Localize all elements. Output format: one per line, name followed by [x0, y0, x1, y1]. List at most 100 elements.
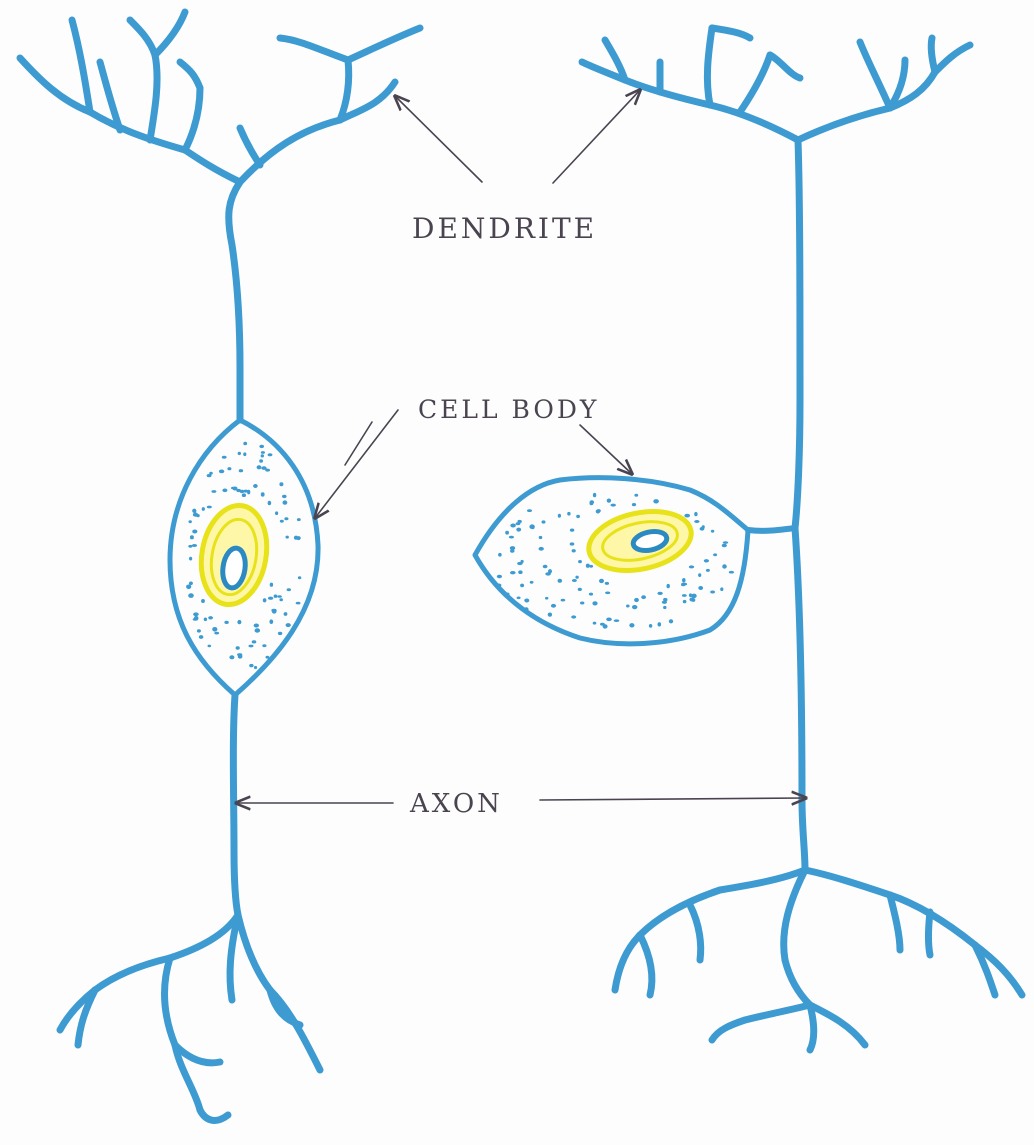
cytoplasm-dot [578, 560, 582, 563]
cytoplasm-dot [510, 571, 516, 574]
cytoplasm-dot [653, 499, 659, 503]
dendrite-pointer-left [395, 96, 482, 182]
cytoplasm-dot [204, 618, 207, 622]
cytoplasm-dot [192, 530, 197, 534]
cytoplasm-dot [572, 549, 576, 552]
cytoplasm-dot [261, 492, 265, 496]
cytoplasm-dot [275, 511, 278, 515]
cytoplasm-dot [529, 524, 534, 529]
cytoplasm-dot [542, 520, 546, 523]
cytoplasm-dot [261, 466, 266, 470]
cytoplasm-dot [539, 547, 544, 551]
cytoplasm-dot [658, 622, 662, 626]
cytoplasm-dot [254, 628, 260, 632]
cytoplasm-dot [197, 629, 201, 632]
left-axon [233, 695, 238, 915]
right-nucleus [583, 503, 696, 579]
cytoplasm-dot [262, 644, 266, 647]
cytoplasm-dot [190, 535, 194, 539]
cytoplasm-dot [592, 601, 597, 605]
left-axon-terminals [60, 915, 320, 1120]
cytoplasm-dot [298, 576, 301, 579]
cytoplasm-dot [711, 530, 714, 533]
cytoplasm-dot [254, 624, 259, 628]
cytoplasm-dot [571, 615, 576, 618]
cytoplasm-dot [229, 655, 234, 659]
cytoplasm-dot [261, 454, 264, 457]
cytoplasm-dot [723, 541, 728, 544]
cytoplasm-dot [259, 459, 263, 463]
cytoplasm-dot [282, 495, 287, 498]
cytoplasm-dot [561, 599, 566, 602]
cytoplasm-dot [527, 509, 532, 512]
cell-body-pointer-left-2 [345, 422, 372, 465]
cytoplasm-dot [249, 664, 253, 667]
cytoplasm-dot [263, 598, 267, 602]
cytoplasm-dot [287, 588, 291, 591]
cytoplasm-dot [629, 623, 634, 627]
cytoplasm-dot [297, 518, 301, 521]
axon-pointer-right [540, 798, 806, 800]
cytoplasm-dot [506, 593, 510, 597]
cytoplasm-dot [698, 586, 703, 590]
cytoplasm-dot [252, 640, 257, 643]
cytoplasm-dot [192, 544, 197, 547]
cytoplasm-dot [269, 619, 273, 624]
cytoplasm-dot [626, 605, 630, 608]
cytoplasm-dot [243, 452, 246, 456]
cytoplasm-dot [706, 569, 710, 572]
cytoplasm-dot [539, 536, 543, 539]
cytoplasm-dot [278, 632, 282, 635]
cytoplasm-dot [524, 599, 529, 603]
cytoplasm-dot [279, 598, 283, 601]
cytoplasm-dot [632, 503, 636, 506]
cytoplasm-dot [684, 514, 690, 518]
cytoplasm-dot [239, 653, 242, 657]
cytoplasm-dot [257, 465, 262, 469]
cytoplasm-dot [516, 528, 521, 532]
cytoplasm-dot [586, 564, 590, 568]
cytoplasm-dot [239, 469, 243, 472]
cytoplasm-dot [208, 616, 213, 619]
cytoplasm-dot [590, 502, 594, 506]
cytoplasm-dot [283, 500, 288, 504]
cytoplasm-dot [192, 509, 196, 513]
cytoplasm-dot [720, 587, 723, 591]
cell-body-pointer-left [315, 410, 398, 518]
cytoplasm-dot [247, 490, 250, 495]
cytoplasm-dot [713, 553, 717, 556]
left-dendrite-trunk [229, 182, 240, 420]
cytoplasm-dot [505, 531, 509, 535]
cytoplasm-dot [211, 490, 216, 493]
cytoplasm-dot [186, 585, 191, 590]
cytoplasm-dot [698, 573, 701, 577]
cytoplasm-dot [189, 557, 192, 561]
cytoplasm-dot [575, 576, 578, 579]
cytoplasm-dot [266, 656, 270, 659]
cytoplasm-dot [284, 517, 288, 520]
cytoplasm-dot [663, 606, 666, 609]
dendrite-label: DENDRITE [412, 212, 597, 245]
cytoplasm-dot [496, 584, 501, 587]
cytoplasm-dot [596, 510, 600, 514]
cytoplasm-dot [189, 520, 192, 523]
cytoplasm-dot [227, 467, 231, 470]
cytoplasm-dot [237, 620, 241, 624]
cytoplasm-dot [277, 595, 282, 598]
cytoplasm-dot [520, 584, 524, 588]
cytoplasm-dot [543, 565, 548, 569]
cytoplasm-dot [268, 453, 273, 456]
cytoplasm-dot [722, 544, 727, 547]
cytoplasm-dot [614, 619, 620, 622]
cytoplasm-dot [268, 597, 273, 600]
cytoplasm-dot [189, 582, 193, 586]
cytoplasm-dot [593, 622, 597, 625]
cytoplasm-dot [510, 524, 516, 528]
cytoplasm-dot [689, 593, 692, 597]
cytoplasm-dot [729, 571, 734, 574]
cytoplasm-dot [657, 592, 662, 595]
cytoplasm-dot [545, 597, 548, 600]
cytoplasm-dot [662, 601, 667, 604]
cytoplasm-dot [570, 542, 575, 545]
cytoplasm-dot [681, 583, 685, 587]
